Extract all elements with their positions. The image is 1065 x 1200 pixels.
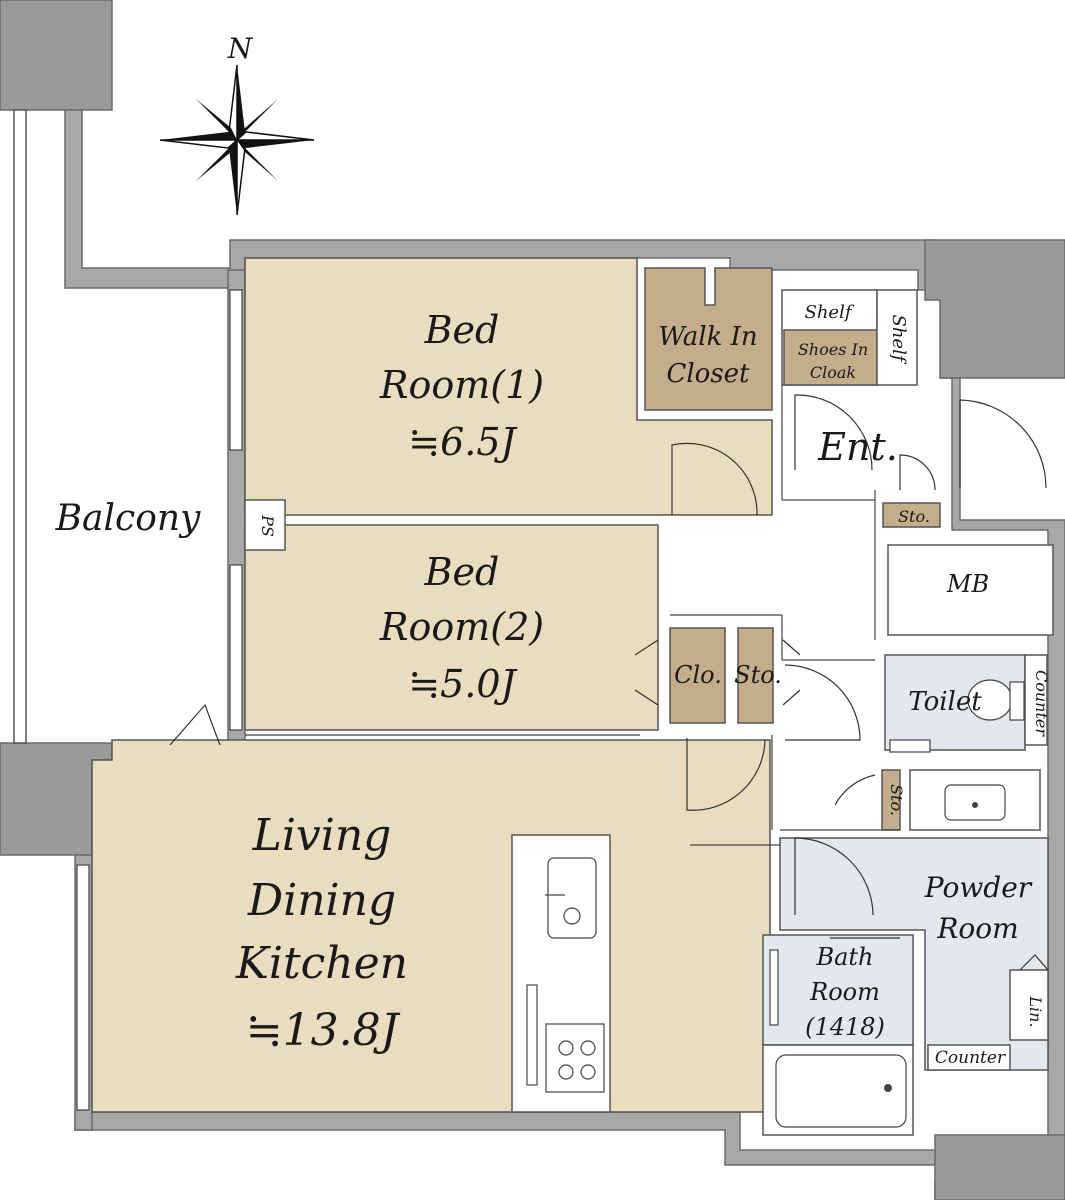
bed-room-1-label-line2: Room(1) [379,363,544,407]
walk-in-closet-label-line1: Walk In [658,322,757,352]
windows [76,289,640,1111]
bath-room-label-line1: Bath [815,943,873,971]
powder-room-label-line2: Room [936,912,1018,945]
storage [737,627,774,724]
ldk-label-line2: Dining [247,875,396,926]
linen-label: Lin. [1026,995,1045,1027]
mb-label: MB [946,570,989,598]
storage-label: Sto. [734,661,782,689]
ldk-label-line3: Kitchen [235,938,408,989]
bathtub [775,1054,907,1128]
walk-in-closet [644,267,773,411]
walk-in-closet-label-line2: Closet [666,359,750,389]
sto-entrance-label: Sto. [898,507,930,526]
toilet-counter-label: Counter [1032,670,1051,737]
powder-room-label-line1: Powder [924,871,1033,904]
shoes-in-cloak-label-line2: Cloak [810,363,856,382]
sto-hall-label: Sto. [887,784,906,816]
entrance-label: Ent. [817,425,898,469]
powder-counter [927,1044,1011,1071]
ldk-label-line1: Living [252,810,392,861]
living-dining-kitchen [91,739,771,1113]
bed-room-2-label-line1: Bed [424,550,500,594]
toilet-label: Toilet [908,687,982,717]
shelf-top-label: Shelf [805,302,855,323]
shelf-side-label: Shelf [888,315,909,365]
ldk-size: ≒13.8J [246,1005,401,1056]
bed-room-1-label-line1: Bed [424,308,500,352]
powder-counter-label: Counter [935,1048,1006,1068]
toilet-counter [1024,654,1048,746]
balcony-label: Balcony [55,498,201,539]
bath-room [762,934,914,1046]
closet-label: Clo. [674,661,722,689]
ps-label: PS [258,514,277,537]
storage-entrance [882,502,941,528]
shoes-in-cloak-label-line1: Shoes In [798,340,868,359]
stove-icon [545,1023,605,1093]
ps-shaft [244,499,286,551]
room-labels: Bed Room(1) ≒6.5J Walk In Closet Shelf S… [55,302,1051,1068]
powder-room [779,837,1049,1071]
linen-closet [1009,969,1049,1041]
bath-room-label-line3: (1418) [805,1013,885,1041]
closet [669,627,726,724]
mb-meter-box [887,544,1054,636]
kitchen-sink [547,857,597,939]
compass-icon: N [159,32,315,216]
bed-room-1-size: ≒6.5J [408,420,517,464]
interior-partitions [670,385,900,846]
compass-north-label: N [227,32,254,65]
shelf-side [876,289,918,386]
bed-room-2-label-line2: Room(2) [379,605,544,649]
bath-room-label-line2: Room [809,978,880,1006]
bed-room-2 [244,524,659,731]
door-swings [169,394,1049,971]
bed-room-2-size: ≒5.0J [408,662,517,706]
